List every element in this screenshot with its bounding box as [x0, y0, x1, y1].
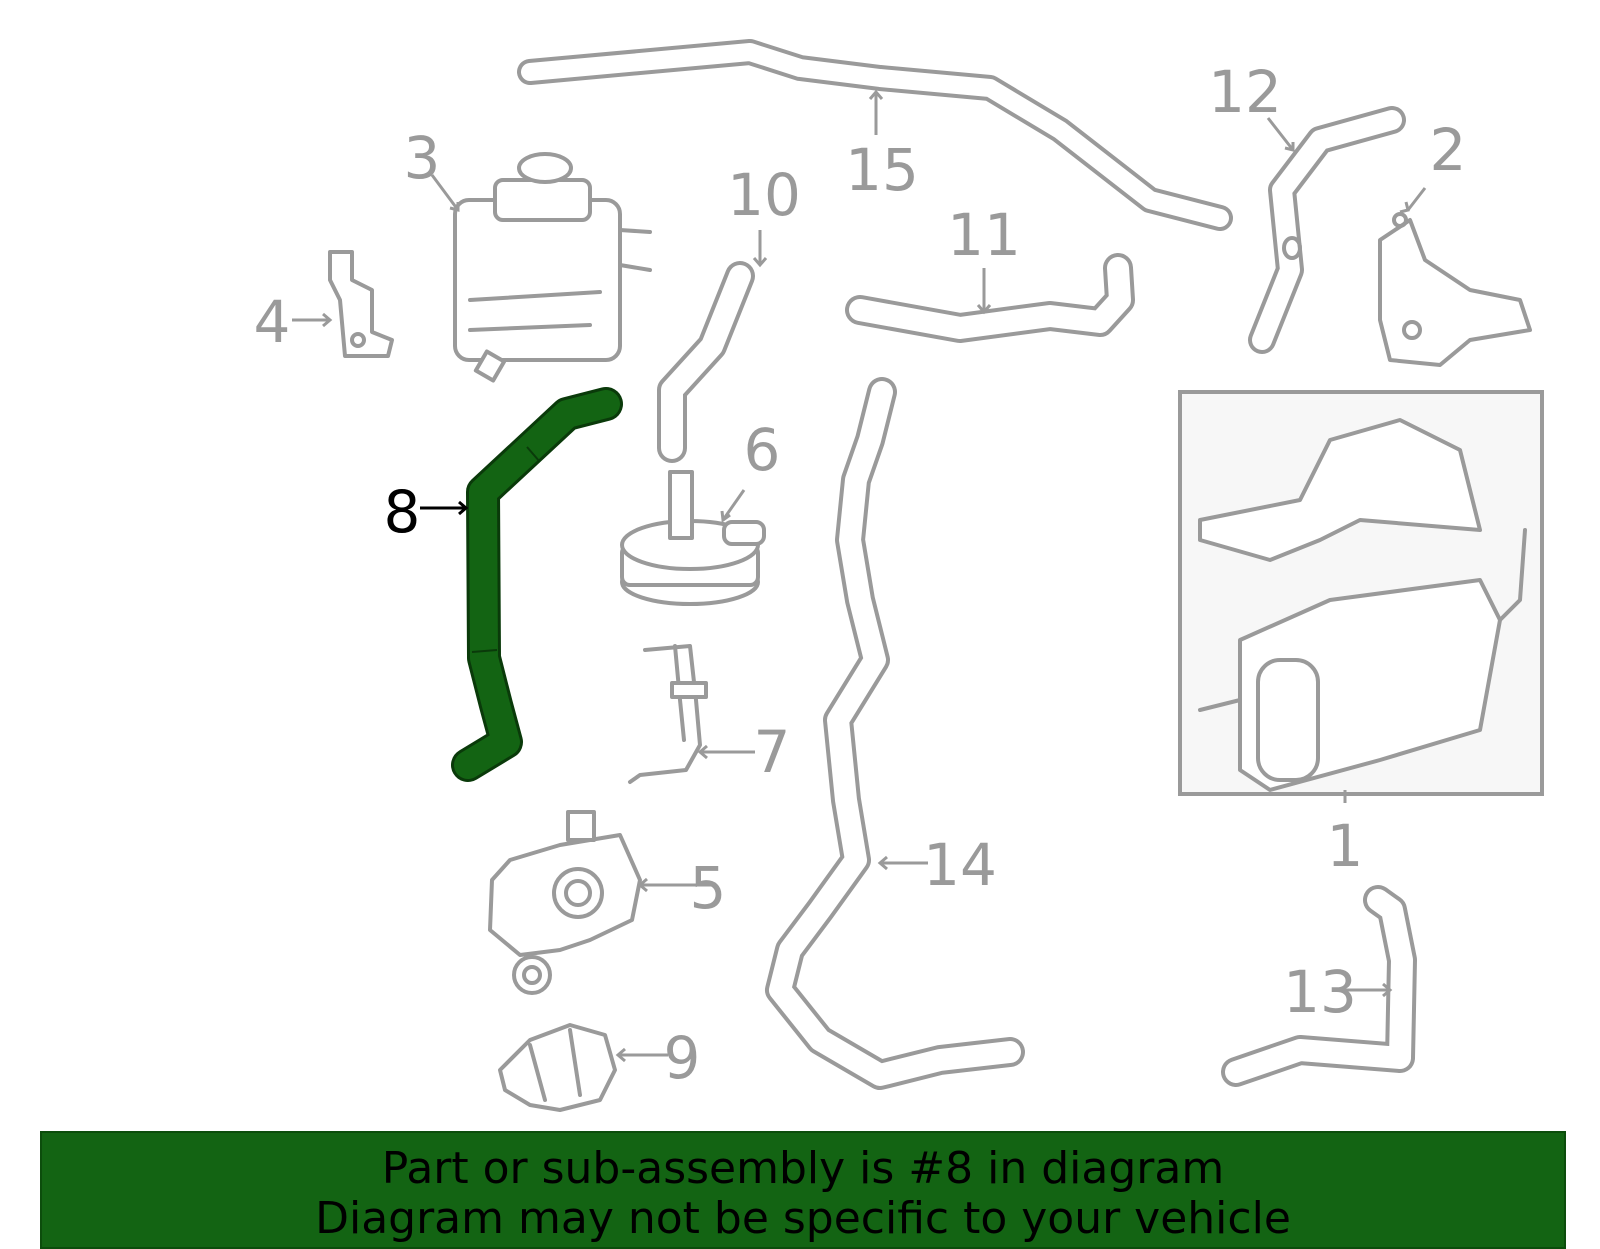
banner-line-1: Part or sub-assembly is #8 in diagram: [381, 1143, 1225, 1194]
callout-2: 2: [1430, 116, 1467, 184]
callout-labels: 1 2 3 4 5 6 7 8 9 10 11 12 13 14 15: [254, 58, 1467, 1092]
part-3-reservoir: [453, 152, 652, 383]
callout-8: 8: [384, 478, 421, 546]
part-8-hose-highlighted: [451, 387, 623, 782]
part-6-pump: [620, 470, 766, 606]
part-12-hose: [1248, 106, 1406, 354]
callout-13: 13: [1283, 958, 1357, 1026]
callout-7: 7: [754, 718, 791, 786]
callout-15: 15: [845, 136, 919, 204]
callout-5: 5: [690, 854, 727, 922]
part-9-fitting: [498, 1023, 617, 1112]
part-11-hose: [845, 253, 1135, 343]
callout-3: 3: [404, 124, 441, 192]
part-4-bracket: [328, 250, 394, 358]
leader-arrows: [292, 89, 1427, 1063]
part-5-valve: [488, 810, 642, 995]
part-8-fill: [454, 390, 620, 779]
callout-1: 1: [1327, 812, 1364, 880]
part-14-hose: [765, 377, 1025, 1090]
callout-6: 6: [744, 416, 781, 484]
part-1-assembly: [1178, 390, 1544, 796]
callout-11: 11: [947, 201, 1021, 269]
part-13-hose: [1221, 885, 1417, 1087]
part-2-bracket: [1378, 212, 1532, 367]
part-7-bracket: [628, 644, 708, 784]
callout-9: 9: [664, 1024, 701, 1092]
part-10-hose: [657, 261, 755, 463]
callout-12: 12: [1208, 58, 1282, 126]
part-15-hose: [517, 39, 1233, 231]
callout-14: 14: [923, 831, 997, 899]
info-banner: Part or sub-assembly is #8 in diagram Di…: [40, 1131, 1566, 1249]
banner-line-2: Diagram may not be specific to your vehi…: [315, 1193, 1291, 1244]
callout-4: 4: [254, 288, 291, 356]
callout-10: 10: [727, 161, 801, 229]
